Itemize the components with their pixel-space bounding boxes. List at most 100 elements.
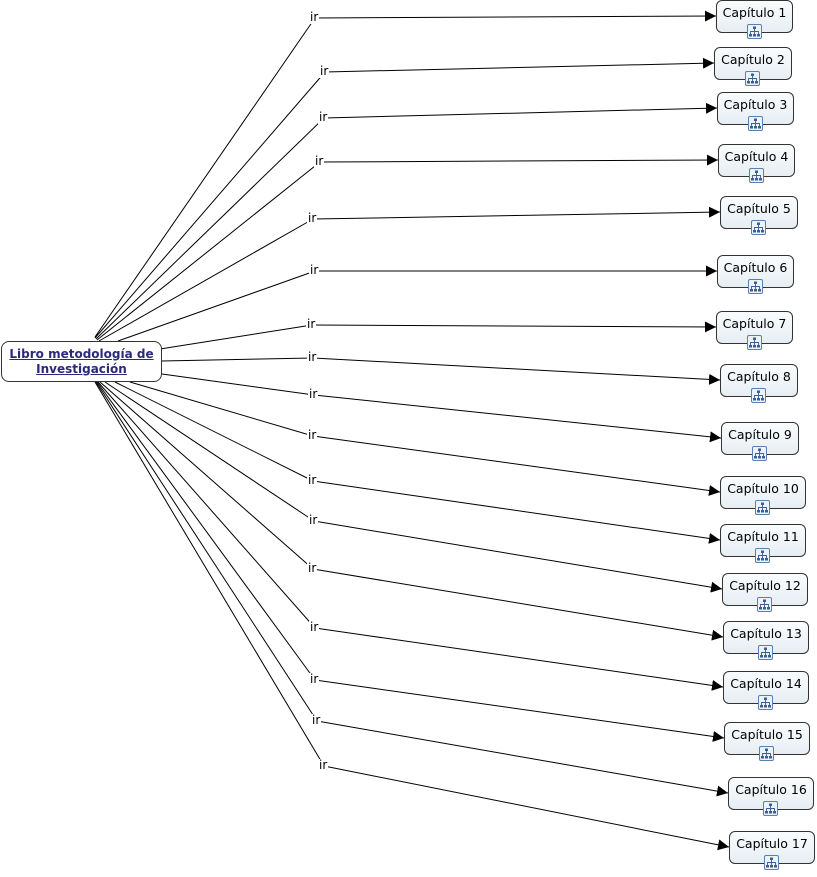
connector-line — [114, 381, 314, 482]
chapter-label: Capítulo 5 — [727, 201, 791, 216]
arrow-line — [312, 435, 721, 496]
arrow-line — [323, 102, 718, 119]
concept-map-icon[interactable] — [763, 801, 778, 816]
arrow-line — [312, 357, 721, 385]
chapter-label: Capítulo 17 — [736, 836, 808, 851]
chapter-label: Capítulo 6 — [723, 260, 788, 275]
connector-line — [94, 381, 325, 767]
arrow-line — [314, 679, 725, 742]
connector-line — [98, 218, 314, 342]
link-label-ir: ir — [307, 473, 318, 487]
concept-map-icon[interactable] — [758, 695, 773, 710]
link-label-ir: ir — [306, 317, 317, 331]
concept-map-icon[interactable] — [746, 24, 762, 39]
chapter-label: Capítulo 8 — [727, 369, 791, 384]
chapter-label: Capítulo 11 — [727, 529, 799, 544]
root-concept-node[interactable]: Libro metodología de Investigación — [1, 341, 162, 382]
link-label-ir: ir — [311, 713, 322, 727]
concept-map-icon[interactable] — [755, 548, 770, 563]
link-label-ir: ir — [318, 110, 329, 124]
connector-line — [129, 381, 314, 437]
concept-map-icon[interactable] — [745, 71, 760, 86]
link-label-ir: ir — [308, 513, 319, 527]
link-label-ir: ir — [314, 154, 325, 168]
arrow-line — [312, 206, 721, 220]
link-label-ir: ir — [309, 10, 320, 24]
chapter-label: Capítulo 16 — [735, 782, 807, 797]
concept-map-icon[interactable] — [758, 645, 773, 660]
chapter-node[interactable]: Capítulo 15 — [724, 722, 810, 761]
chapter-label: Capítulo 1 — [722, 5, 787, 20]
concept-map-icon[interactable] — [747, 116, 763, 131]
concept-map-icon[interactable] — [757, 597, 772, 612]
arrow-line — [323, 765, 730, 851]
arrow-line — [313, 520, 723, 593]
chapter-node[interactable]: Capítulo 14 — [723, 671, 809, 710]
chapter-label: Capítulo 4 — [724, 149, 789, 164]
connector-line — [94, 17, 316, 338]
chapter-node[interactable]: Capítulo 5 — [720, 196, 798, 235]
chapter-node[interactable]: Capítulo 12 — [722, 573, 808, 612]
connector-line — [161, 357, 314, 362]
chapter-node[interactable]: Capítulo 10 — [720, 476, 806, 515]
arrow-line — [312, 480, 721, 544]
link-label-ir: ir — [308, 387, 319, 401]
arrow-line — [324, 57, 715, 73]
chapter-label: Capítulo 15 — [731, 727, 803, 742]
connector-line — [117, 270, 316, 342]
arrow-line — [313, 394, 722, 443]
connector-line — [94, 71, 326, 339]
connector-line — [159, 324, 313, 350]
link-label-ir: ir — [307, 211, 318, 225]
chapter-node[interactable]: Capítulo 4 — [718, 144, 795, 183]
chapter-label: Capítulo 12 — [729, 578, 801, 593]
chapter-label: Capítulo 9 — [728, 427, 792, 442]
connector-line — [96, 381, 316, 681]
chapter-label: Capítulo 3 — [723, 97, 788, 112]
concept-map-icon[interactable] — [752, 446, 767, 461]
arrow-line — [311, 321, 717, 333]
chapter-label: Capítulo 14 — [730, 676, 802, 691]
arrow-line — [312, 568, 724, 641]
concept-map-icon[interactable] — [747, 279, 763, 294]
concept-map-icon[interactable] — [759, 746, 774, 761]
link-label-ir: ir — [307, 350, 318, 364]
root-concept-link[interactable]: Libro metodología de Investigación — [9, 346, 154, 376]
chapter-node[interactable]: Capítulo 7 — [716, 311, 793, 350]
chapter-label: Capítulo 2 — [721, 52, 785, 67]
concept-map-icon[interactable] — [751, 220, 766, 235]
concept-map-icon[interactable] — [755, 500, 770, 515]
link-label-ir: ir — [309, 263, 320, 277]
chapter-node[interactable]: Capítulo 16 — [728, 777, 814, 816]
chapter-node[interactable]: Capítulo 9 — [721, 422, 799, 461]
chapter-node[interactable]: Capítulo 2 — [714, 47, 792, 86]
arrow-line — [316, 720, 729, 797]
connector-line — [95, 117, 325, 340]
chapter-node[interactable]: Capítulo 11 — [720, 524, 806, 563]
chapter-node[interactable]: Capítulo 17 — [729, 831, 815, 870]
connector-line — [99, 381, 314, 570]
concept-map-icon[interactable] — [746, 335, 762, 350]
arrow-line — [319, 154, 719, 166]
connector-line — [104, 381, 315, 522]
concept-map-icon[interactable] — [751, 388, 766, 403]
chapter-node[interactable]: Capítulo 6 — [717, 255, 794, 294]
arrow-line — [314, 10, 717, 22]
link-label-ir: ir — [309, 620, 320, 634]
link-label-ir: ir — [318, 758, 329, 772]
chapter-node[interactable]: Capítulo 13 — [723, 621, 809, 660]
concept-map-icon[interactable] — [748, 168, 764, 183]
chapter-label: Capítulo 7 — [722, 316, 787, 331]
chapter-node[interactable]: Capítulo 1 — [716, 0, 793, 39]
link-label-ir: ir — [307, 561, 318, 575]
chapter-node[interactable]: Capítulo 8 — [720, 364, 798, 403]
chapter-node[interactable]: Capítulo 3 — [717, 92, 794, 131]
link-label-ir: ir — [307, 428, 318, 442]
chapter-label: Capítulo 10 — [727, 481, 799, 496]
link-label-ir: ir — [309, 672, 320, 686]
concept-map-icon[interactable] — [764, 855, 779, 870]
connector-line — [97, 381, 316, 629]
connector-line — [95, 381, 318, 722]
